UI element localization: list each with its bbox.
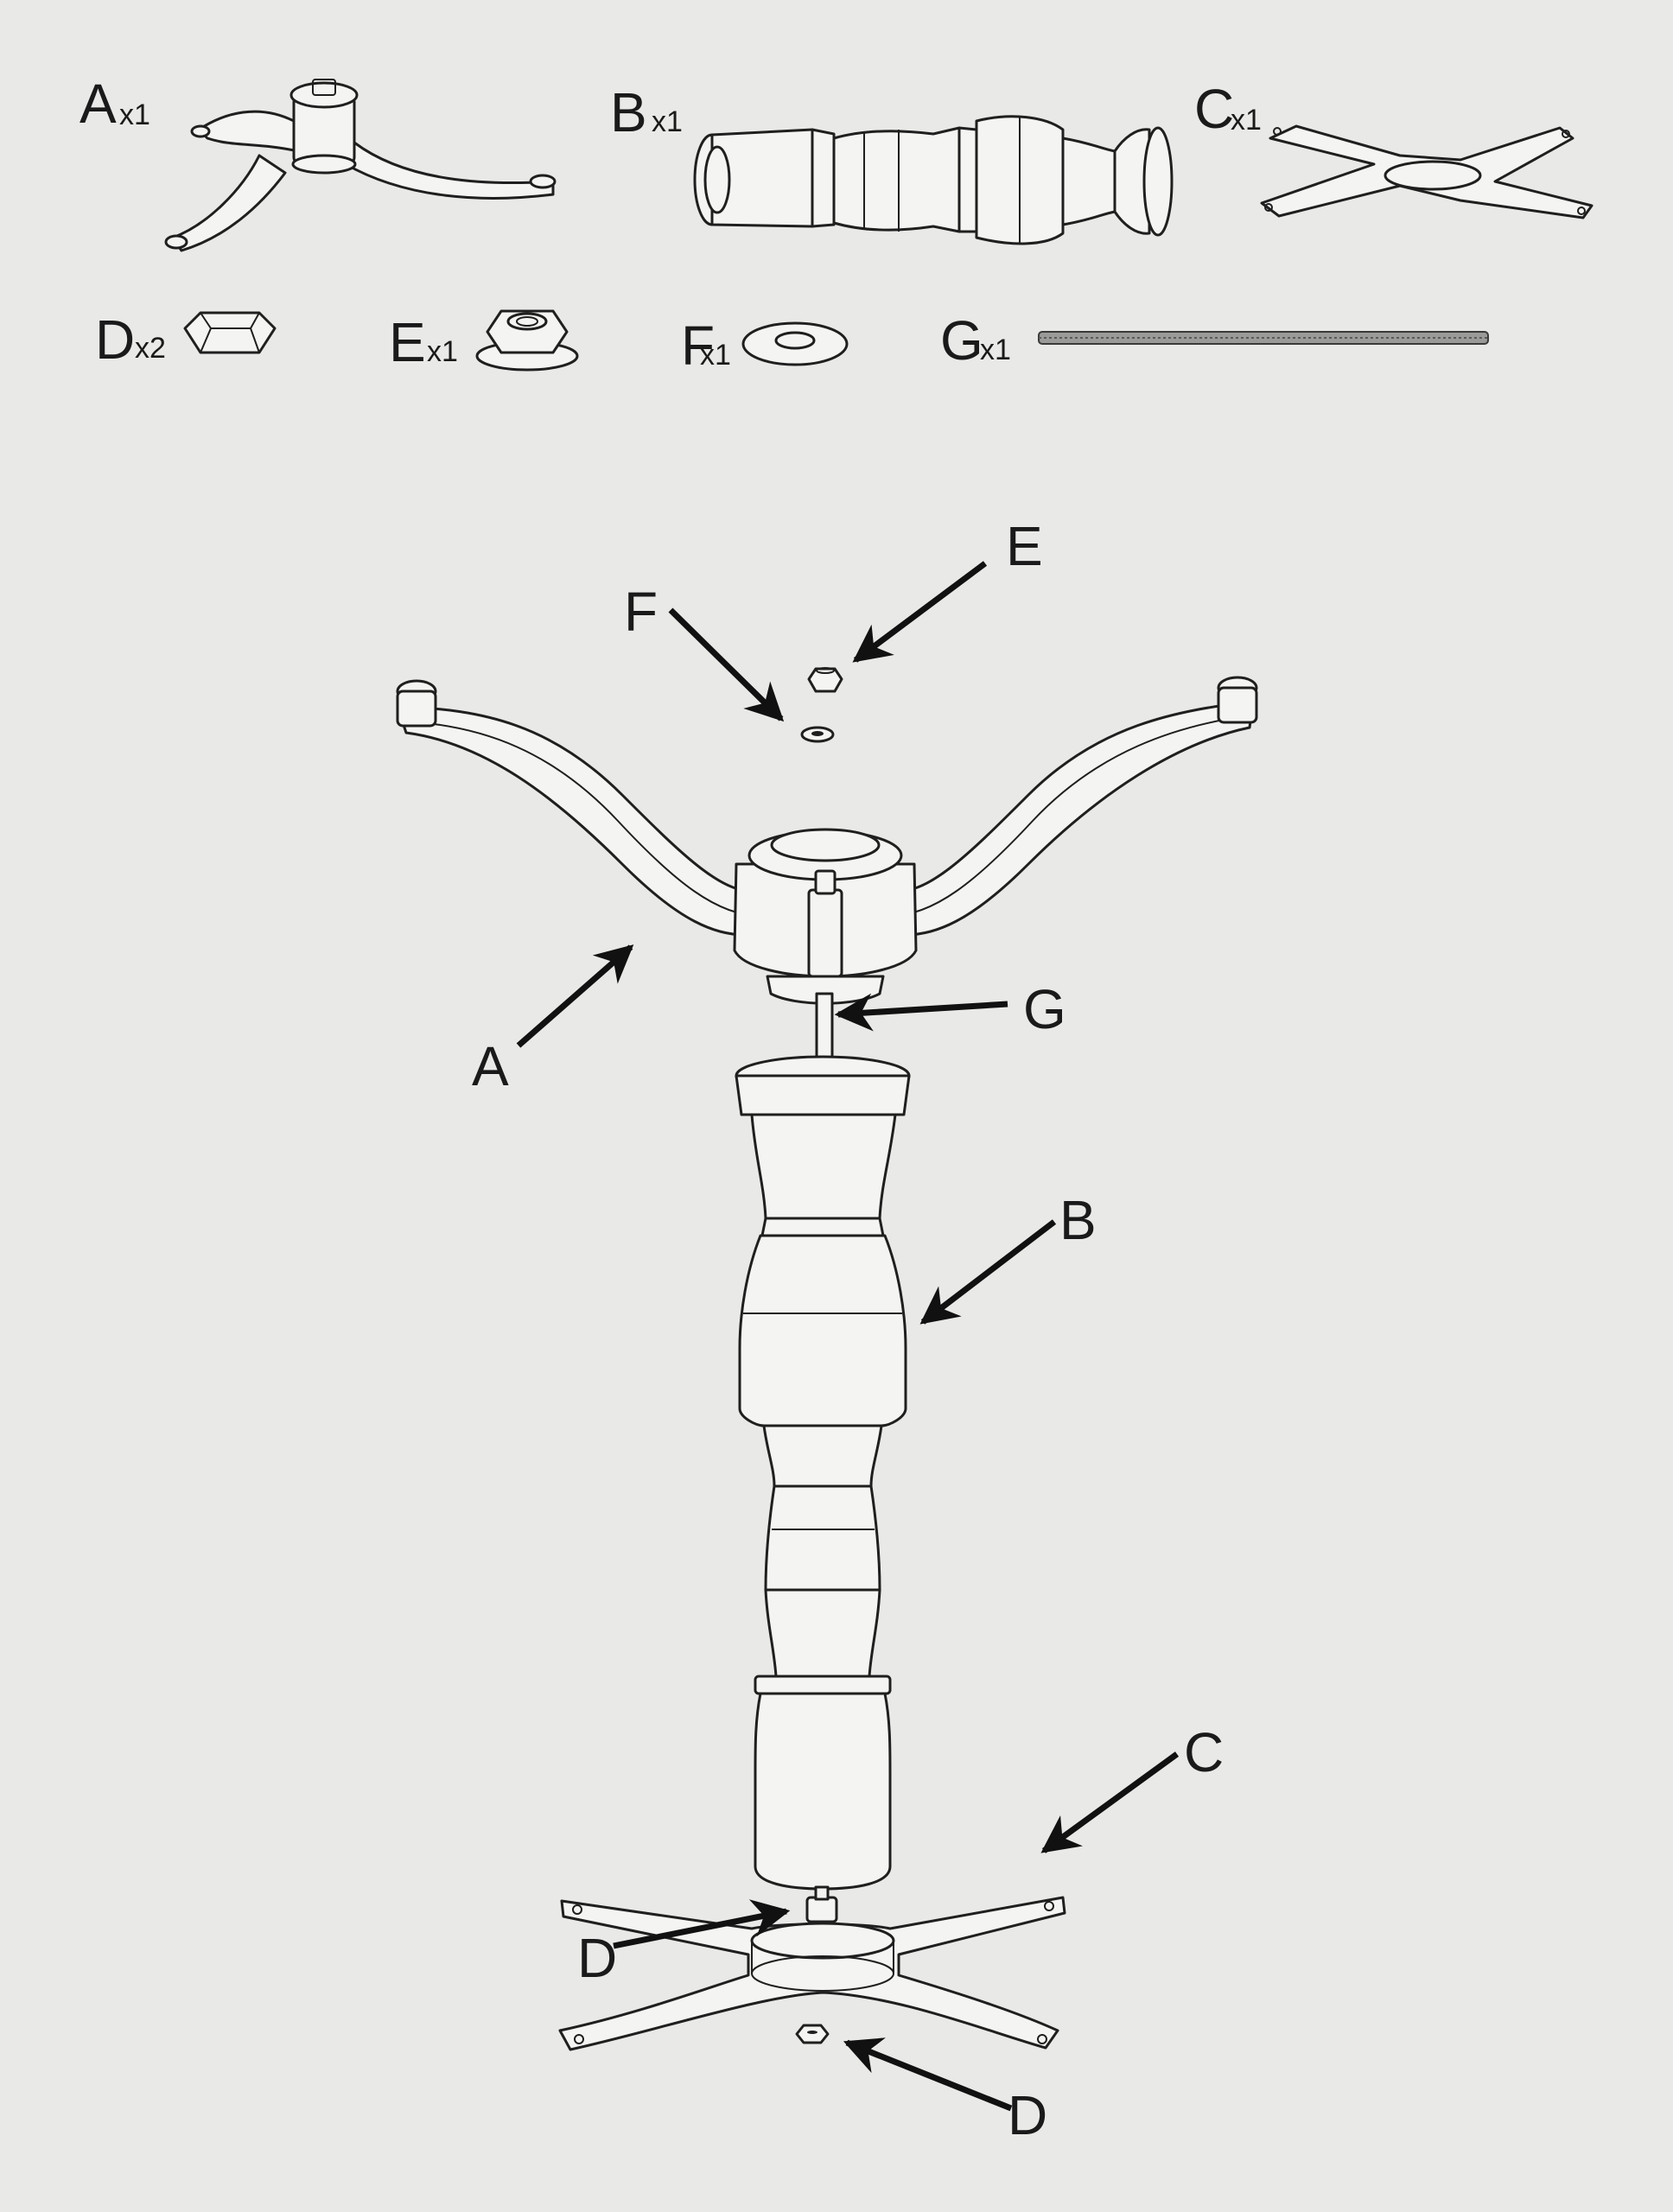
part-d-qty: x2 <box>135 332 166 365</box>
part-e-label: E x1 <box>389 311 458 373</box>
part-b-column-icon <box>693 115 1174 245</box>
arrow-c <box>1040 1751 1180 1853</box>
part-b-label: B x1 <box>610 81 683 143</box>
parts-list: A x1 B x1 <box>80 73 1593 377</box>
arrow-f <box>668 607 785 722</box>
part-g-qty: x1 <box>980 334 1011 366</box>
part-b-qty: x1 <box>652 105 683 138</box>
bracket-a-drawing <box>396 676 1258 1005</box>
callout-labels: E F A G B C D D <box>472 515 1224 2146</box>
callout-d-lower: D <box>1008 2084 1047 2146</box>
part-f-qty: x1 <box>700 339 731 372</box>
part-g-threaded-rod-icon <box>1038 331 1489 345</box>
callout-c: C <box>1184 1721 1224 1783</box>
callout-a: A <box>472 1035 509 1097</box>
part-a-label: A x1 <box>80 73 150 135</box>
part-d-letter: D <box>95 308 135 371</box>
callout-arrows <box>516 561 1180 2112</box>
callout-e: E <box>1006 515 1043 577</box>
part-g-label: G x1 <box>940 309 1011 372</box>
part-c-letter: C <box>1194 78 1234 140</box>
arrow-d-lower <box>843 2037 1013 2112</box>
part-d-label: D x2 <box>95 308 166 371</box>
part-a-letter: A <box>80 73 117 135</box>
arrow-d-upper <box>613 1899 791 1949</box>
assembly-illustration: E F A G B C D D <box>396 515 1258 2146</box>
arrow-a <box>516 944 634 1048</box>
part-e-letter: E <box>389 311 426 373</box>
part-b-letter: B <box>610 81 647 143</box>
callout-f: F <box>624 581 658 643</box>
part-f-label: F x1 <box>681 315 731 377</box>
part-e-qty: x1 <box>427 335 458 368</box>
part-c-plate-icon <box>1260 124 1593 219</box>
nut-d-lower-drawing <box>795 2024 830 2044</box>
callout-g: G <box>1023 978 1066 1040</box>
part-g-letter: G <box>940 309 983 372</box>
arrow-b <box>919 1219 1057 1325</box>
washer-f-drawing <box>800 726 835 743</box>
part-f-washer-icon <box>741 321 849 366</box>
part-d-hex-nut-icon <box>183 311 277 354</box>
part-f-letter: F <box>681 315 715 377</box>
column-b-drawing <box>735 1055 911 1891</box>
nut-e-drawing <box>807 667 843 693</box>
part-e-flange-nut-icon <box>475 309 579 372</box>
arrow-g <box>834 993 1008 1032</box>
part-a-qty: x1 <box>119 99 150 131</box>
part-c-qty: x1 <box>1231 104 1262 137</box>
plate-c-drawing <box>558 1885 1066 2051</box>
part-a-bracket-icon <box>164 79 557 252</box>
part-c-label: C x1 <box>1194 78 1262 140</box>
arrow-e <box>852 561 988 663</box>
callout-b: B <box>1059 1189 1097 1251</box>
callout-d-upper: D <box>577 1927 617 1989</box>
